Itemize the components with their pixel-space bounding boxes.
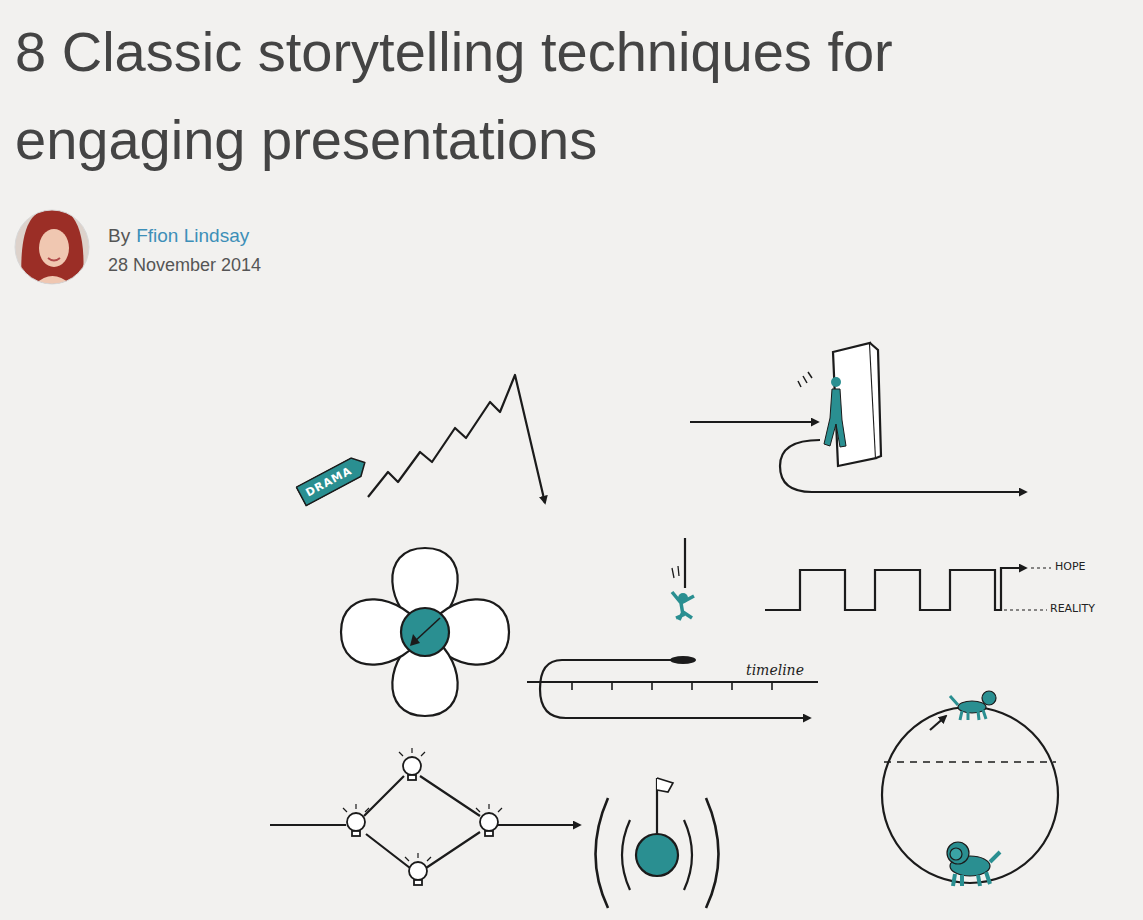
- idea-diamond: [270, 748, 580, 885]
- music-note: [596, 778, 719, 908]
- circle-of-life: [882, 691, 1058, 886]
- idea-diamond-part-part: [352, 831, 360, 836]
- petal-flower-part: [401, 608, 449, 656]
- falling-timeline-part: [670, 656, 696, 664]
- idea-diamond-part: [270, 824, 346, 826]
- door-scene-part: [870, 343, 881, 458]
- music-note-part: [657, 778, 673, 792]
- idea-diamond-part: [347, 757, 498, 885]
- circle-of-life-part-part: [947, 842, 969, 864]
- idea-diamond-part-part: [408, 775, 416, 780]
- music-note-part: [636, 834, 678, 876]
- drama-zigzag: [368, 375, 545, 503]
- hope-reality-wave: [765, 568, 1051, 610]
- idea-diamond-part: [343, 748, 502, 861]
- author-avatar: [15, 207, 89, 290]
- falling-timeline-part: [540, 660, 810, 718]
- door-scene-part: [690, 421, 818, 423]
- door-scene-part: [798, 372, 812, 387]
- author-avatar-part: [39, 229, 69, 267]
- idea-diamond-part-part: [403, 757, 421, 775]
- idea-diamond-part-part: [480, 813, 498, 831]
- door-scene-part: [780, 440, 1026, 492]
- falling-timeline-part: [684, 538, 686, 588]
- door-scene-part: [831, 377, 841, 387]
- byline-prefix: By: [108, 225, 130, 247]
- hope-label: HOPE: [1055, 561, 1086, 574]
- petal-flower: [341, 548, 509, 716]
- circle-of-life-part-part: [953, 852, 1000, 886]
- idea-diamond-part: [498, 824, 580, 826]
- music-note-part: [622, 820, 692, 890]
- music-note-part: [596, 798, 719, 908]
- door-scene-part: [824, 389, 846, 447]
- author-avatar-part: [30, 276, 76, 290]
- avatar-ring: [15, 210, 89, 284]
- idea-diamond-part-part: [414, 880, 422, 885]
- hope-reality-wave-part: [765, 568, 1026, 610]
- author-name: Ffion Lindsay: [136, 225, 249, 247]
- falling-timeline-part: [672, 592, 694, 620]
- author-avatar-part: [48, 258, 60, 261]
- circle-of-life-part: [882, 707, 1058, 883]
- post-date: 28 November 2014: [108, 255, 261, 276]
- circle-of-life-part: [930, 716, 946, 730]
- petal-flower-part: [410, 634, 420, 646]
- idea-diamond-part: [364, 776, 480, 868]
- circle-of-life-part-part: [982, 691, 996, 705]
- falling-timeline: [527, 538, 818, 718]
- circle-of-life-part: [884, 761, 1056, 763]
- falling-timeline-part: [572, 682, 772, 690]
- drama-signpost: DRAMA: [295, 452, 371, 507]
- circle-of-life-part-part: [950, 696, 986, 720]
- falling-timeline-part: [672, 566, 679, 578]
- idea-diamond-part-part: [347, 813, 365, 831]
- circle-of-life-part-part: [950, 848, 962, 860]
- hope-reality-wave-part: [1004, 568, 1051, 610]
- sign-outline: [296, 453, 369, 505]
- reality-label: REALITY: [1050, 603, 1095, 616]
- falling-timeline-part: [527, 681, 818, 683]
- idea-diamond-part-part: [485, 831, 493, 836]
- petal-flower-part: [414, 618, 440, 642]
- door-scene: [690, 343, 1026, 492]
- page-title: 8 Classic storytelling techniques for en…: [15, 8, 1135, 184]
- timeline-label: timeline: [746, 662, 804, 678]
- circle-of-life-part: [947, 691, 1000, 886]
- idea-diamond-part-part: [409, 862, 427, 880]
- drama-zigzag-part: [368, 375, 545, 503]
